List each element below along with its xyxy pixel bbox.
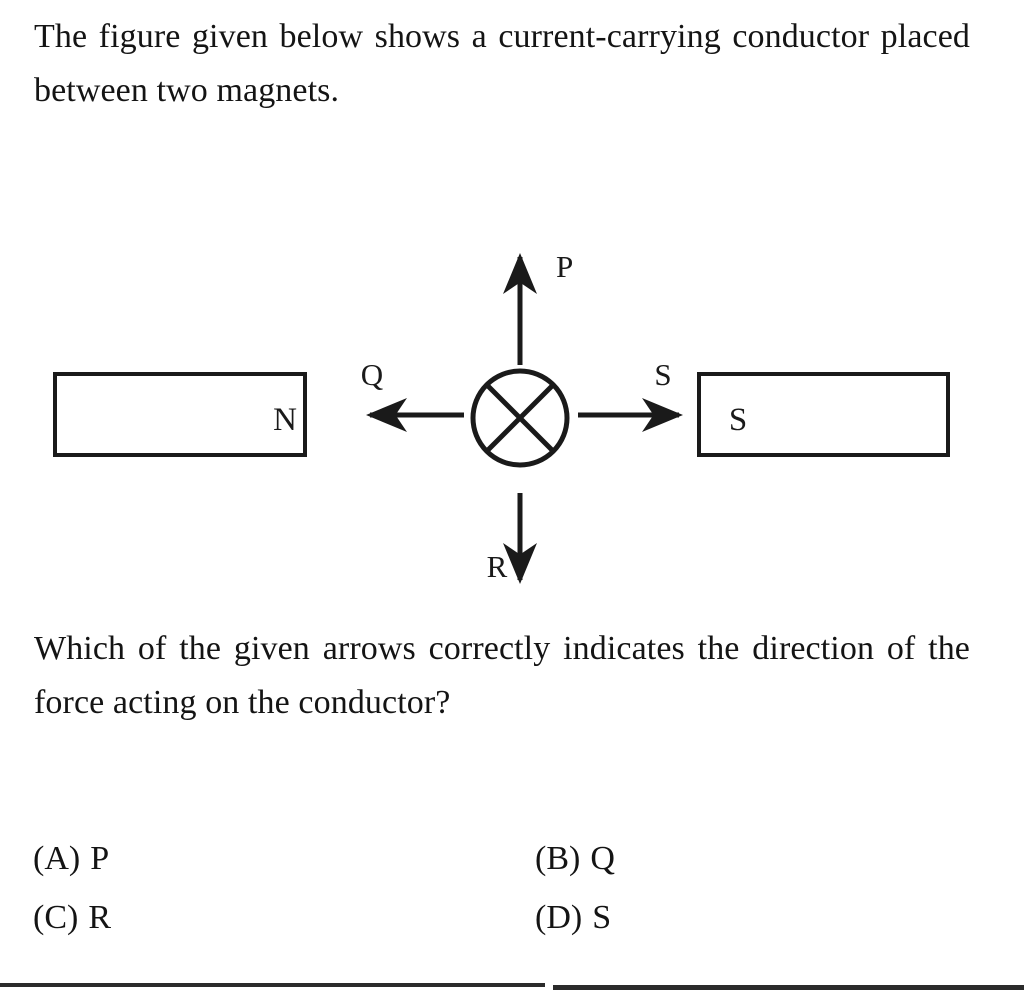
question-stem-top: The figure given below shows a current-c… — [34, 18, 970, 110]
answer-options-row-2: (C)R (D)S — [33, 899, 973, 936]
page-rule-left — [0, 983, 545, 987]
answer-option-d-value: S — [592, 899, 612, 937]
current-into-page-icon — [470, 368, 570, 468]
answer-option-b-key: (B) — [535, 840, 581, 877]
physics-figure: N S P Q — [0, 225, 1024, 610]
answer-option-c-value: R — [88, 899, 112, 937]
arrow-p: P — [503, 249, 573, 365]
answer-option-c-key: (C) — [33, 899, 79, 937]
answer-options-row-1: (A)P (B)Q — [33, 840, 973, 877]
left-magnet: N — [53, 372, 307, 457]
answer-option-a-key: (A) — [33, 840, 81, 877]
left-magnet-body — [53, 372, 307, 457]
right-magnet-body — [697, 372, 950, 457]
arrow-s: S — [578, 357, 683, 433]
conductor-cross-stroke-2 — [485, 383, 555, 453]
arrow-q-label: Q — [361, 357, 383, 392]
right-magnet-pole-label: S — [729, 402, 747, 438]
question-stem-bottom: Which of the given arrows correctly indi… — [34, 630, 970, 722]
figure-canvas: N S P Q — [53, 249, 950, 584]
right-magnet: S — [697, 372, 950, 457]
answer-option-b-value: Q — [590, 840, 615, 877]
answer-option-a-value: P — [90, 840, 110, 877]
arrow-r-label: R — [487, 549, 508, 584]
page-bottom-rules — [0, 983, 1024, 991]
answer-option-a[interactable]: (A)P — [33, 840, 535, 877]
arrow-r: R — [487, 493, 537, 584]
answer-options: (A)P (B)Q (C)R (D)S — [33, 840, 973, 959]
arrow-p-label: P — [556, 249, 573, 284]
left-magnet-pole-label: N — [273, 402, 297, 438]
arrow-s-label: S — [654, 357, 671, 392]
answer-option-c[interactable]: (C)R — [33, 899, 535, 936]
page-rule-right — [553, 985, 1024, 990]
answer-option-d-key: (D) — [535, 899, 583, 937]
arrow-q: Q — [361, 357, 464, 432]
answer-option-d[interactable]: (D)S — [535, 899, 955, 936]
answer-option-b[interactable]: (B)Q — [535, 840, 955, 877]
